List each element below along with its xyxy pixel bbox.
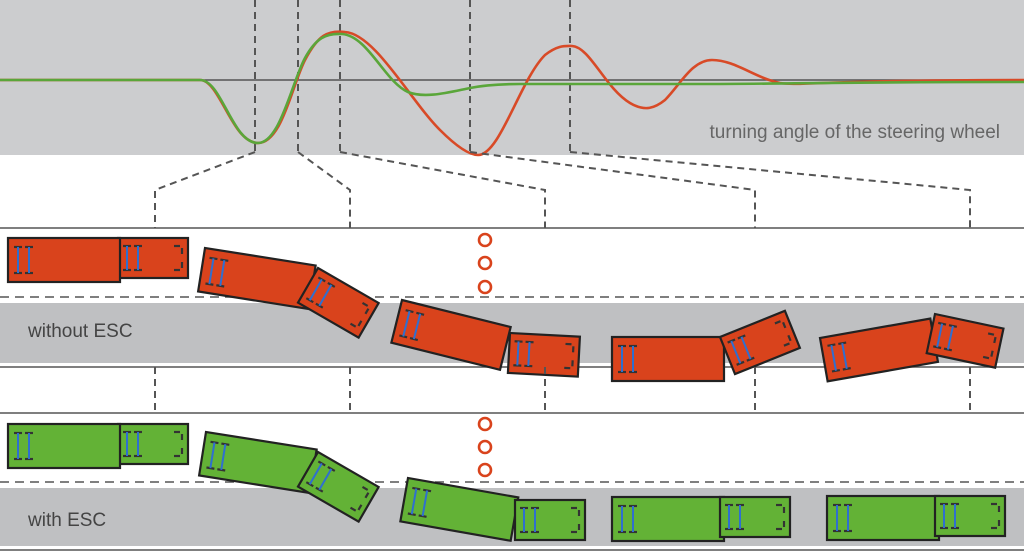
truck-trailer-icon (610, 335, 726, 383)
truck-with-esc-5 (825, 494, 1007, 542)
truck-trailer-icon (825, 494, 941, 542)
truck-trailer-icon (6, 422, 122, 470)
frame-connector-lines (154, 151, 971, 228)
truck-trailer-icon (610, 495, 726, 543)
truck-with-esc-4 (610, 495, 792, 543)
truck-without-esc-1 (6, 236, 190, 284)
lane-connector-lines (154, 367, 971, 413)
lane-label-without-esc: without ESC (27, 321, 133, 342)
graph-background (0, 0, 1024, 155)
ellipsis-circles-icon-top (477, 232, 493, 295)
steering-angle-graph: turning angle of the steering wheel (0, 0, 1024, 157)
truck-with-esc-1 (6, 422, 190, 470)
lane-label-with-esc: with ESC (27, 510, 106, 531)
curve-with-esc (0, 32, 1024, 145)
lane-with-esc: with ESC (0, 412, 1024, 551)
lane-without-esc: without ESC (0, 227, 1024, 383)
truck-cab-icon (933, 494, 1007, 538)
truck-cab-icon (718, 495, 792, 539)
truck-cab-icon (116, 422, 190, 466)
truck-cab-icon (513, 498, 587, 542)
ellipsis-circles-icon-bottom (477, 416, 493, 478)
truck-cab-icon (116, 236, 190, 280)
graph-label: turning angle of the steering wheel (710, 122, 1000, 143)
truck-trailer-icon (6, 236, 122, 284)
truck-trailer-icon (197, 246, 317, 311)
truck-cab-icon (506, 331, 582, 378)
